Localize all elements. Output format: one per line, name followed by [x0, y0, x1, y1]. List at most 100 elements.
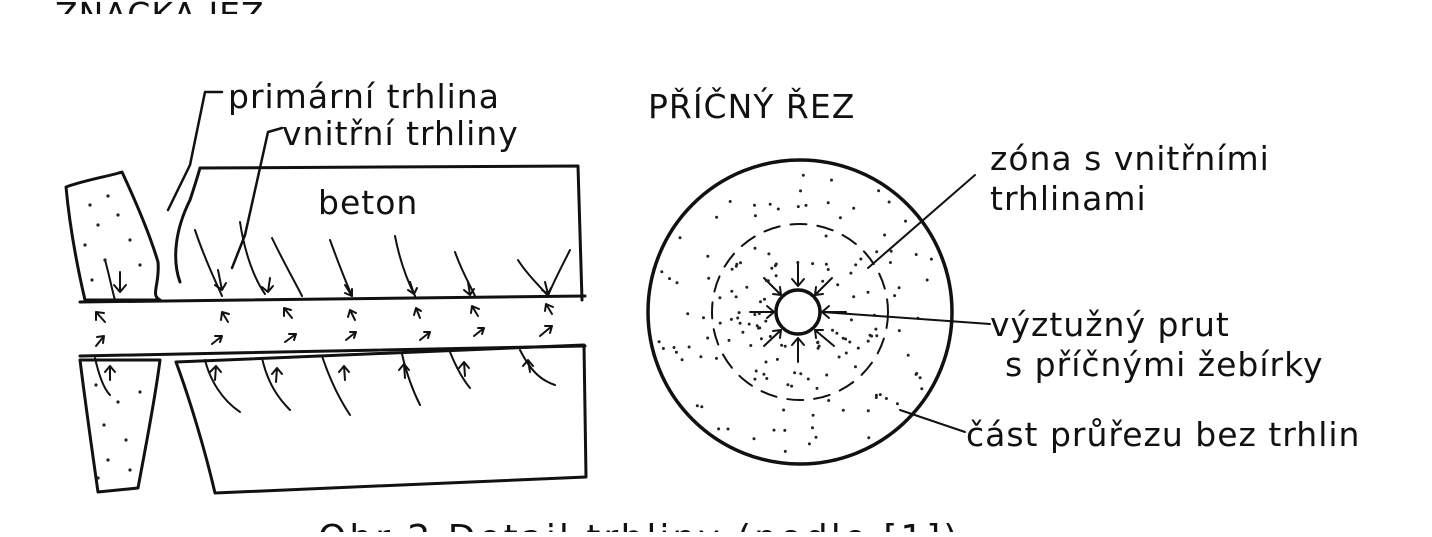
stipple-dot: [904, 220, 907, 223]
stipple-dot: [786, 383, 789, 386]
stipple-dot: [836, 283, 839, 286]
stipple-dot: [753, 204, 756, 207]
stipple-dot: [760, 337, 763, 340]
stipple-dot: [842, 409, 845, 412]
stipple-dot: [907, 354, 910, 357]
stipple-dot: [662, 347, 665, 350]
stipple-dot: [764, 320, 767, 323]
stipple-dot: [854, 365, 857, 368]
stipple-dot: [741, 331, 744, 334]
stipple-dot: [715, 216, 718, 219]
stipple-dot: [753, 437, 756, 440]
stipple-dot: [673, 346, 676, 349]
stipple-dot: [877, 189, 880, 192]
stipple-dot: [859, 258, 862, 261]
internal-cracks-leader: [232, 128, 282, 268]
reinforcing-bar-section: [776, 290, 820, 334]
stipple-dot: [854, 263, 857, 266]
internal-crack-lines: [95, 222, 570, 415]
stipple-dot: [830, 179, 833, 182]
stipple-dot: [867, 340, 870, 343]
stipple-dot: [852, 207, 855, 210]
bar-label-line2: s příčnými žebírky: [1005, 345, 1324, 384]
stipple-dot: [745, 286, 748, 289]
stipple-dot: [896, 402, 899, 405]
stipple-dot: [811, 262, 814, 265]
stipple-dot: [686, 312, 689, 315]
stipple-dot: [915, 253, 918, 256]
stipple-dot: [885, 397, 888, 400]
stipple-dot: [699, 355, 702, 358]
stipple-dot: [676, 281, 679, 284]
stipple-dot: [867, 291, 870, 294]
stipple-dot: [739, 261, 742, 264]
stipple-dot: [831, 329, 834, 332]
stipple-dot: [754, 214, 757, 217]
stipple-dot: [799, 372, 802, 375]
zone-label-line1: zóna s vnitřními: [990, 139, 1270, 178]
stipple-dot: [857, 347, 860, 350]
stipple-dot: [898, 329, 901, 332]
stipple-dot: [812, 414, 815, 417]
stipple-dot: [869, 334, 872, 337]
stipple-dot: [845, 352, 848, 355]
stipple-dot: [757, 327, 760, 330]
stipple-dot: [805, 204, 808, 207]
stipple-dot: [790, 385, 793, 388]
stipple-dot: [875, 394, 878, 397]
stipple-dot: [748, 323, 751, 326]
stipple-dot: [784, 450, 787, 453]
stipple-dot: [920, 387, 923, 390]
stipple-dot: [848, 341, 851, 344]
stipple-dot: [731, 268, 734, 271]
stipple-dot: [758, 312, 761, 315]
concrete-stipple-left: [83, 194, 141, 479]
stipple-dot: [808, 442, 811, 445]
stipple-dot: [679, 236, 682, 239]
left-concrete-block-upper: [66, 172, 160, 300]
stipple-dot: [762, 373, 765, 376]
stipple-dot: [718, 296, 721, 299]
stipple-dot: [835, 332, 838, 335]
stipple-dot: [728, 339, 731, 342]
stipple-dot: [797, 205, 800, 208]
stipple-dot: [775, 274, 778, 277]
stipple-dot: [735, 295, 738, 298]
stipple-dot: [915, 372, 918, 375]
stipple-dot: [767, 252, 770, 255]
stipple-dot: [827, 201, 830, 204]
stipple-dot: [782, 409, 785, 412]
stipple-dot: [893, 294, 896, 297]
stipple-dot: [898, 286, 901, 289]
stipple-dot: [879, 393, 882, 396]
stipple-dot: [759, 300, 762, 303]
stipple-dot: [818, 345, 821, 348]
stipple-dot: [707, 277, 710, 280]
concrete-stipple-section: [658, 174, 933, 453]
cross-section-outer-circle: [648, 160, 952, 464]
stipple-dot: [706, 255, 709, 258]
cross-section-title: PŘÍČNÝ ŘEZ: [648, 86, 855, 126]
stipple-dot: [874, 328, 877, 331]
stipple-dot: [753, 378, 756, 381]
stipple-dot: [770, 267, 773, 270]
stipple-dot: [738, 311, 741, 314]
stipple-dot: [839, 216, 842, 219]
stipple-dot: [765, 361, 768, 364]
stipple-dot: [753, 313, 756, 316]
stipple-dot: [883, 234, 886, 237]
stipple-dot: [780, 344, 783, 347]
stipple-dot: [888, 201, 891, 204]
stipple-dot: [849, 272, 852, 275]
stipple-dot: [773, 429, 776, 432]
stipple-dot: [926, 279, 929, 282]
stipple-dot: [825, 263, 828, 266]
stipple-dot: [715, 357, 718, 360]
stipple-dot: [838, 356, 841, 359]
stipple-dot: [825, 374, 828, 377]
bar-leader: [822, 312, 990, 324]
longitudinal-view: primární trhlina vnitřní trhliny beton: [66, 77, 586, 493]
stipple-dot: [769, 203, 772, 206]
stipple-dot: [681, 358, 684, 361]
